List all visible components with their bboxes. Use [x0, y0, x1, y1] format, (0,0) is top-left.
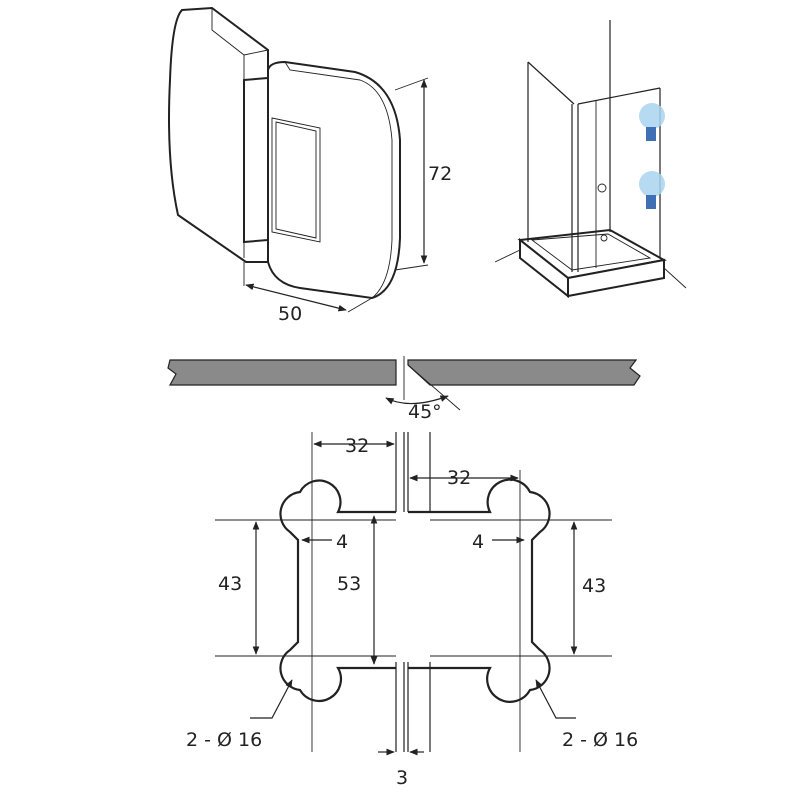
- dim-height-53: 53: [337, 573, 361, 595]
- cutout-view: 32 32 4 4 43 53 43 2 - Ø 16 2 - Ø 16 3: [186, 432, 638, 789]
- dim-holes-left: 2 - Ø 16: [186, 729, 262, 751]
- angle-glass-view: 45°: [167, 356, 641, 423]
- dim-notch-left-4: 4: [336, 531, 348, 553]
- shower-enclosure-icon: [494, 20, 687, 299]
- glass-panel-left: [167, 359, 397, 386]
- dim-holes-right: 2 - Ø 16: [562, 729, 638, 751]
- hinge-barrel: [243, 76, 269, 244]
- cutout-left: [279, 479, 396, 703]
- cutout-right: [408, 478, 551, 703]
- dim-offset-left-32: 32: [345, 435, 369, 457]
- dim-hole-spacing-left-43: 43: [218, 573, 242, 595]
- glass-panel-right: [407, 359, 641, 386]
- dim-width-50: 50: [278, 303, 302, 325]
- dim-hole-spacing-right-43: 43: [582, 575, 606, 597]
- dim-height-72: 72: [428, 163, 452, 185]
- dim-angle-45: 45°: [408, 401, 442, 423]
- dim-notch-right-4: 4: [472, 531, 484, 553]
- dim-offset-right-32: 32: [447, 467, 471, 489]
- hinge-recess: [271, 117, 321, 243]
- dim-gap-3: 3: [396, 767, 408, 789]
- hinge-isometric-view: 72 50: [168, 6, 452, 325]
